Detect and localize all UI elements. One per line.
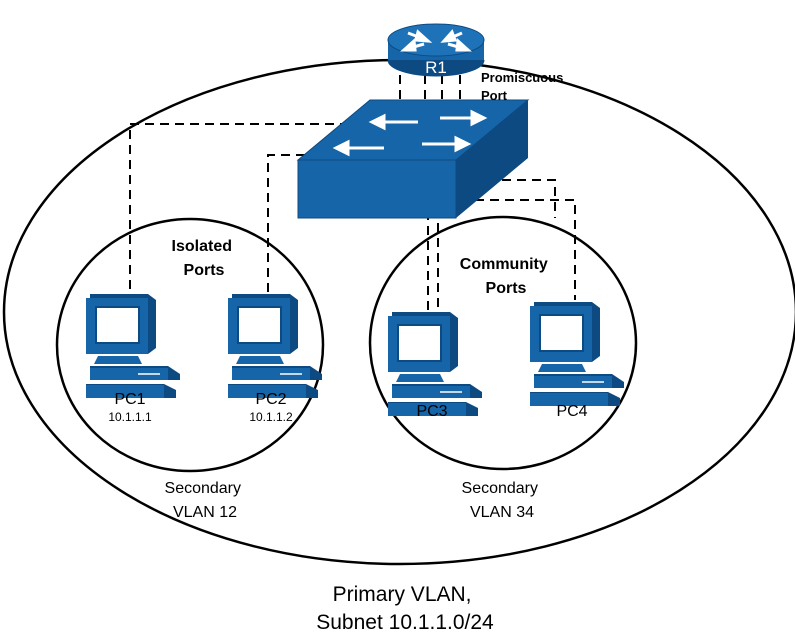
pc3-label: PC3	[416, 403, 447, 420]
vlan34-label: Secondary VLAN 34	[462, 480, 543, 521]
pc1-label: PC1	[114, 391, 145, 408]
pc3-icon	[387, 311, 483, 417]
pc2-icon	[227, 293, 323, 399]
pc4-icon	[529, 301, 625, 407]
router-icon: R1	[387, 23, 485, 77]
vlan12-label: Secondary VLAN 12	[165, 480, 246, 521]
switch-icon	[296, 99, 530, 219]
isolated-ports-label: Isolated Ports	[172, 238, 237, 279]
router-label: R1	[425, 58, 447, 77]
community-ports-label: Community Ports	[460, 256, 552, 297]
vlan12-boundary	[55, 217, 325, 473]
promiscuous-port-label: Promiscuous Port	[481, 70, 567, 103]
pc4-label: PC4	[556, 403, 587, 420]
pc1-icon	[85, 293, 181, 399]
vlan34-boundary	[368, 215, 638, 471]
pc2-ip: 10.1.1.2	[249, 410, 293, 424]
primary-vlan-label: Primary VLAN, Subnet 10.1.1.0/24	[316, 583, 494, 634]
pc1-ip: 10.1.1.1	[108, 410, 152, 424]
pc2-label: PC2	[255, 391, 286, 408]
